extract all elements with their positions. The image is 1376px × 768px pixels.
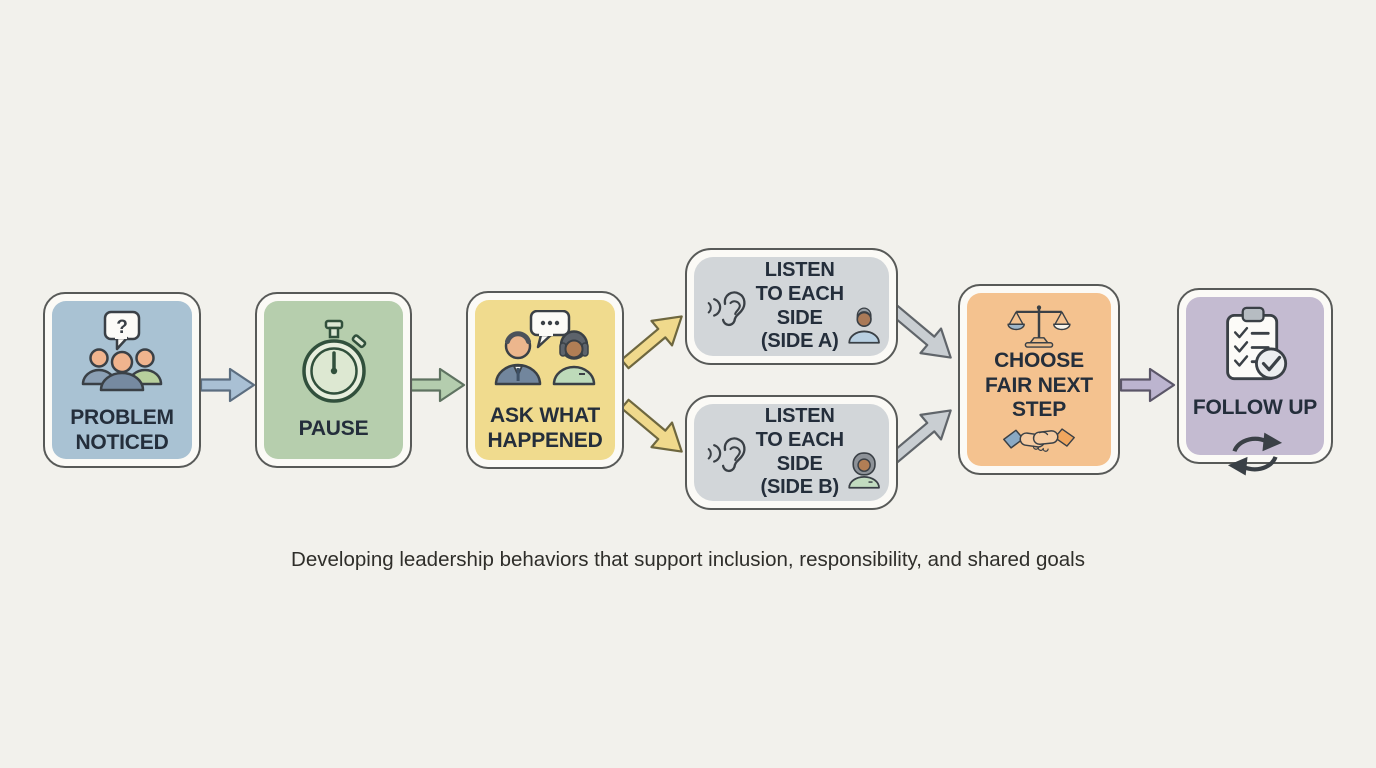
step-label: LISTEN TO EACH SIDE (SIDE A) (755, 259, 844, 353)
conversation-icon (494, 310, 596, 386)
woman-avatar-icon (847, 452, 880, 489)
flow-step-ask-what-happened: ASK WHAT HAPPENED (466, 291, 624, 469)
flow-step-listen-side-a: LISTEN TO EACH SIDE (SIDE A) (685, 248, 898, 365)
stopwatch-icon (301, 319, 366, 403)
step-label: PAUSE (298, 416, 369, 440)
handshake-icon (1003, 428, 1075, 453)
ear-icon (707, 436, 746, 472)
refresh-icon (1227, 432, 1283, 476)
ear-icon (707, 290, 746, 326)
checklist-icon (1226, 306, 1288, 381)
arrow-down-right-icon (620, 398, 683, 453)
step-label: FOLLOW UP (1192, 396, 1318, 420)
scales-icon (1007, 305, 1071, 348)
man-avatar-icon (847, 307, 880, 344)
step-label: CHOOSE FAIR NEXT STEP (985, 348, 1093, 422)
group-question-icon: ? (81, 310, 163, 391)
flow-step-follow-up: FOLLOW UP (1177, 288, 1333, 476)
arrow-right-icon (199, 367, 256, 403)
step-label: ASK WHAT HAPPENED (487, 404, 603, 452)
flow-step-listen-side-b: LISTEN TO EACH SIDE (SIDE B) (685, 395, 898, 510)
step-label: LISTEN TO EACH SIDE (SIDE B) (755, 405, 844, 499)
flow-step-choose-fair-next-step: CHOOSE FAIR NEXT STEP (958, 284, 1120, 475)
arrow-right-icon (409, 367, 466, 403)
step-label: PROBLEM NOTICED (70, 405, 174, 454)
flow-step-problem-noticed: ? PROBLEM NOTICED (43, 292, 201, 468)
arrow-up-right-icon (620, 315, 683, 370)
diagram-caption: Developing leadership behaviors that sup… (291, 548, 1085, 571)
flow-step-pause: PAUSE (255, 292, 412, 468)
arrow-right-icon (1119, 367, 1176, 403)
svg-text:?: ? (116, 317, 128, 338)
